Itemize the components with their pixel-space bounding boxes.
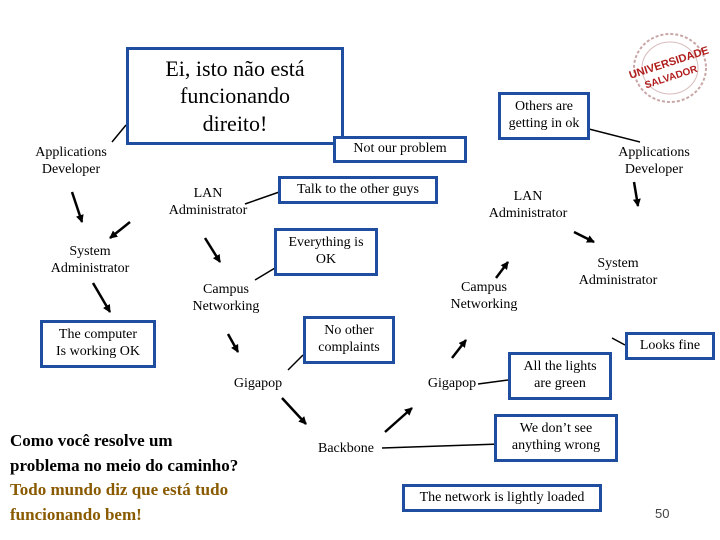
- nocomp-line-1: No other: [324, 323, 374, 339]
- arrow-sysadmin-to-campus: [203, 237, 222, 263]
- pointer-everything: [254, 267, 276, 281]
- pointer-looksfine: [611, 337, 626, 346]
- arrow-backbone-to-gigapop: [384, 407, 413, 433]
- nothing-line-2: anything wrong: [511, 438, 601, 453]
- talk-callout: Talk to the other guys: [278, 176, 438, 204]
- others-line-1: Others are: [515, 99, 573, 115]
- computer-line-1: The computer: [58, 327, 138, 343]
- arrow-campus-to-sysadmin: [495, 261, 509, 279]
- looks-fine-callout: Looks fine: [625, 332, 715, 360]
- right-sys-line-1: System: [597, 256, 639, 271]
- lights-line-1: All the lights: [523, 359, 597, 375]
- node-left-campus: Campus Networking: [176, 282, 276, 316]
- left-sys-line-1: System: [69, 244, 111, 259]
- node-backbone: Backbone: [306, 441, 386, 458]
- node-left-gigapop: Gigapop: [218, 376, 298, 393]
- nocomp-line-2: complaints: [318, 340, 380, 355]
- everything-line-2: OK: [315, 252, 337, 267]
- node-right-campus: Campus Networking: [434, 280, 534, 314]
- node-left-app-developer: Applications Developer: [26, 145, 116, 179]
- everything-line-1: Everything is: [288, 235, 364, 251]
- right-campus-line-1: Campus: [461, 280, 507, 295]
- slide-number: 50: [655, 506, 670, 521]
- left-lan-line-1: LAN: [193, 186, 223, 201]
- right-lan-line-1: LAN: [513, 189, 543, 204]
- right-campus-line-2: Networking: [450, 296, 518, 312]
- lightly-loaded-text: The network is lightly loaded: [419, 489, 585, 505]
- looks-fine-text: Looks fine: [639, 337, 701, 353]
- question-line-2: problema no meio do caminho?: [10, 455, 239, 475]
- left-campus-line-2: Networking: [192, 298, 260, 314]
- node-right-gigapop: Gigapop: [412, 376, 492, 393]
- arrow-gigapop-to-campus: [451, 339, 467, 359]
- pointer-lights: [477, 379, 509, 385]
- question-line-1: Como você resolve um: [10, 431, 173, 450]
- node-right-sys-admin: System Administrator: [568, 256, 668, 290]
- backbone-text: Backbone: [318, 441, 374, 456]
- node-right-lan-admin: LAN Administrator: [478, 189, 578, 223]
- node-left-lan-admin: LAN Administrator: [158, 186, 258, 220]
- nothing-line-1: We don’t see: [519, 421, 593, 437]
- answer-line-2: funcionando bem!: [10, 504, 142, 524]
- answer-line-1: Todo mundo diz que está tudo: [10, 480, 229, 500]
- university-seal-logo: UNIVERSIDADE SALVADOR: [628, 33, 710, 103]
- arrow-lan-to-appdev: [632, 181, 641, 207]
- arrow-lan-to-sysadmin: [109, 221, 131, 239]
- left-sys-line-2: Administrator: [50, 260, 130, 276]
- lights-line-2: are green: [534, 376, 586, 391]
- title-callout: Ei, isto não está funcionando direito!: [126, 47, 344, 145]
- arrow-campus-to-gigapop: [226, 333, 240, 353]
- right-appdev-line-2: Developer: [624, 161, 684, 177]
- right-appdev-line-1: Applications: [618, 145, 690, 160]
- computer-line-2: Is working OK: [56, 344, 140, 359]
- title-line-2: funcionando: [180, 83, 290, 109]
- title-line-3: direito!: [202, 110, 268, 136]
- not-our-problem-text: Not our problem: [353, 141, 447, 157]
- right-sys-line-2: Administrator: [578, 272, 658, 288]
- right-gigapop-text: Gigapop: [427, 376, 477, 391]
- node-right-app-developer: Applications Developer: [604, 145, 704, 179]
- pointer-nocomplaints: [287, 354, 304, 371]
- pointer-nothing: [381, 443, 501, 449]
- left-gigapop-text: Gigapop: [233, 376, 283, 391]
- bottom-text-block: Como você resolve um problema no meio do…: [10, 429, 238, 528]
- right-lan-line-2: Administrator: [488, 205, 568, 221]
- arrow-sysadmin-to-lan: [573, 230, 595, 244]
- lightly-loaded-callout: The network is lightly loaded: [402, 484, 602, 512]
- title-line-1: Ei, isto não está: [165, 55, 305, 81]
- pointer-title: [111, 124, 127, 143]
- arrow-appdev-to-lan: [70, 191, 84, 223]
- node-left-sys-admin: System Administrator: [40, 244, 140, 278]
- left-appdev-line-2: Developer: [41, 161, 101, 177]
- others-line-2: getting in ok: [508, 116, 580, 131]
- left-lan-line-2: Administrator: [168, 202, 248, 218]
- left-campus-line-1: Campus: [203, 282, 249, 297]
- arrow-gigapop-to-backbone: [281, 397, 307, 425]
- pointer-others: [584, 127, 641, 143]
- talk-text: Talk to the other guys: [297, 181, 419, 197]
- arrow-campus-to-computer: [91, 282, 112, 313]
- not-our-problem-callout: Not our problem: [333, 136, 467, 163]
- left-appdev-line-1: Applications: [35, 145, 107, 160]
